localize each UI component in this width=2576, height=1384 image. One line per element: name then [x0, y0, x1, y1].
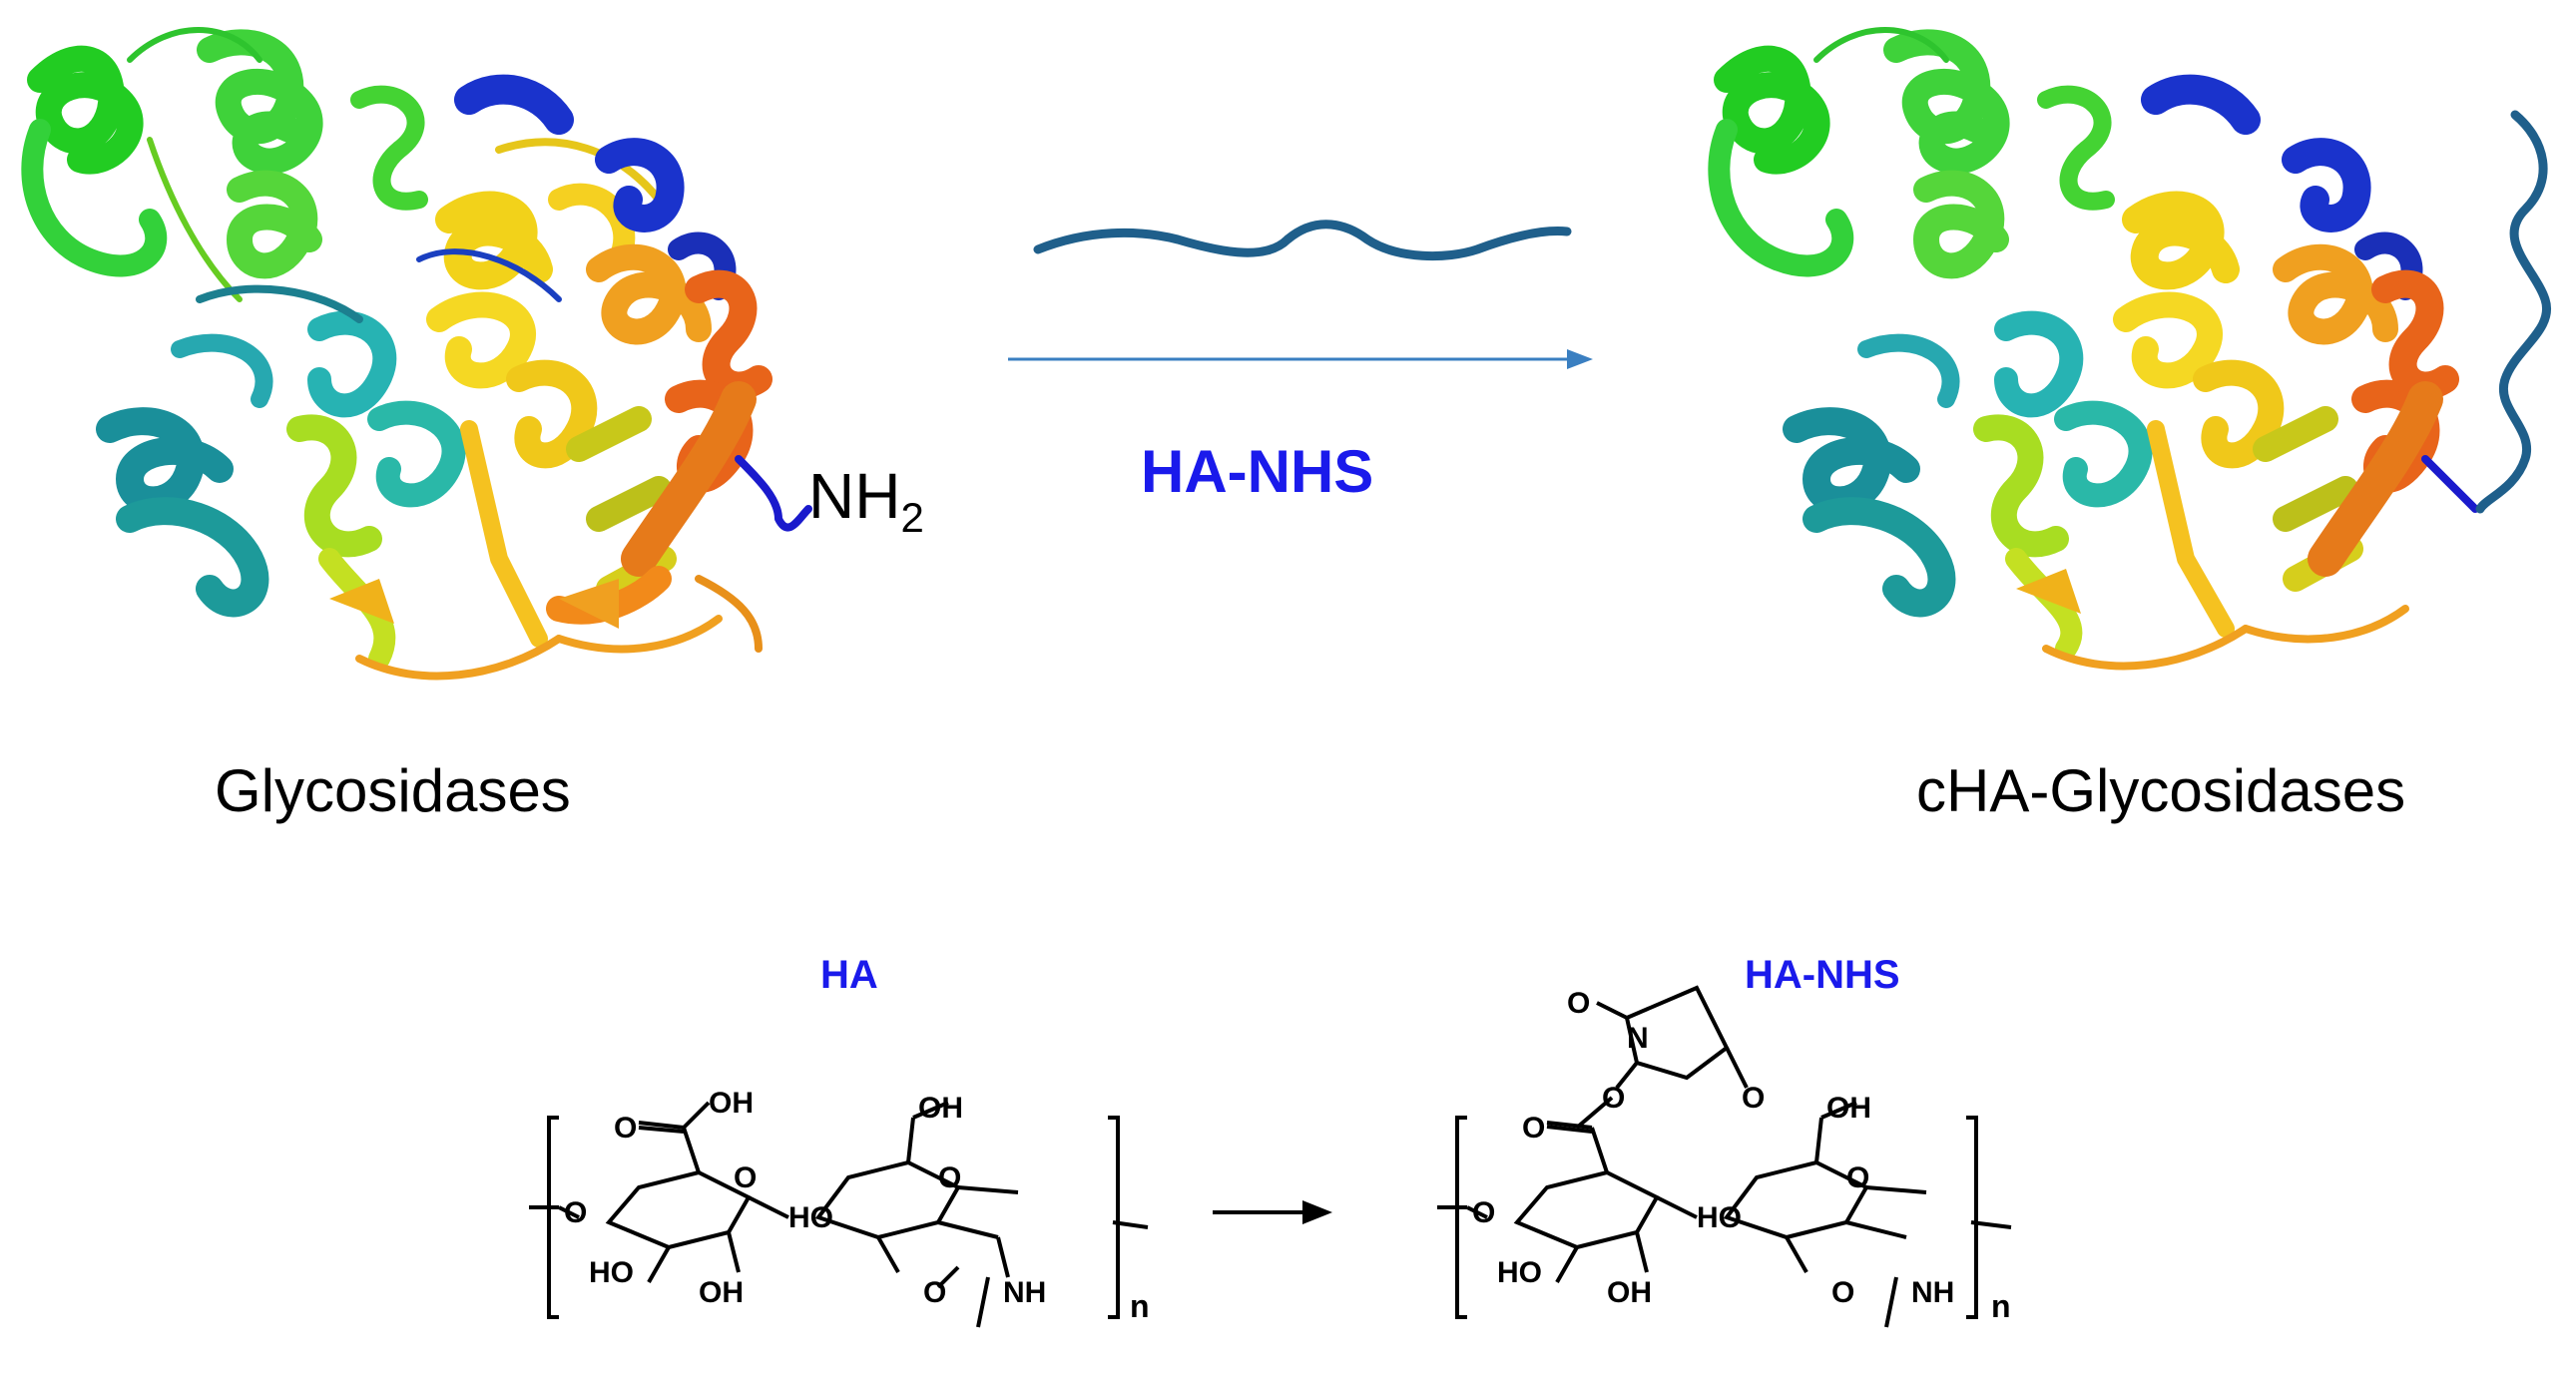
ha-nhs-structure-icon: O N O O O O HO OH HO OH O O NH n	[1437, 985, 2012, 1328]
ha-ho-2: HO	[788, 1201, 833, 1234]
amine-subscript: 2	[900, 493, 924, 541]
ha-o-4: O	[938, 1161, 961, 1194]
ha-structure-icon: OH O O O HO OH HO OH O O NH n	[529, 1088, 1150, 1328]
ha-nh: NH	[1003, 1276, 1046, 1309]
ha-title: HA	[820, 953, 878, 997]
ha-repeat-n: n	[1130, 1288, 1150, 1324]
right-caption: cHA-Glycosidases	[1916, 757, 2406, 824]
ha-o-5: O	[923, 1276, 946, 1309]
protein-ribbon-right-icon	[1708, 27, 2552, 671]
nhs-o-6: O	[1846, 1161, 1869, 1194]
nhs-o-5: O	[1472, 1196, 1495, 1229]
ha-ho-1: HO	[589, 1256, 634, 1289]
nhs-oh-2: OH	[1826, 1092, 1871, 1125]
nhs-o-4: O	[1522, 1112, 1545, 1145]
ha-polymer-strand-icon	[1033, 220, 1572, 260]
bottom-reaction-arrow-icon	[1213, 1200, 1332, 1224]
reaction-arrow-icon[interactable]	[998, 339, 1597, 379]
nhs-o-1: O	[1567, 987, 1590, 1020]
ha-o-2: O	[564, 1196, 587, 1229]
ha-nhs-title: HA-NHS	[1745, 953, 1900, 997]
ha-o-1: O	[614, 1112, 637, 1145]
nhs-oh-1: OH	[1607, 1276, 1652, 1309]
amine-main: NH	[808, 460, 901, 532]
ha-oh-3: OH	[918, 1092, 963, 1125]
nhs-repeat-n: n	[1991, 1288, 2011, 1324]
nhs-n: N	[1627, 1022, 1649, 1055]
nhs-ho-1: HO	[1497, 1256, 1542, 1289]
ha-oh-2: OH	[699, 1276, 744, 1309]
nhs-ho-2: HO	[1697, 1201, 1742, 1234]
amine-label: NH2	[808, 459, 924, 542]
ha-oh-1: OH	[709, 1088, 754, 1120]
ha-o-3: O	[734, 1161, 757, 1194]
reagent-label: HA-NHS	[1141, 438, 1374, 505]
nhs-o-3: O	[1602, 1082, 1625, 1115]
left-caption: Glycosidases	[215, 757, 571, 824]
protein-ribbon-left-icon	[21, 27, 812, 681]
nhs-o-7: O	[1831, 1276, 1854, 1309]
nhs-nh: NH	[1911, 1276, 1954, 1309]
nhs-o-2: O	[1742, 1082, 1765, 1115]
